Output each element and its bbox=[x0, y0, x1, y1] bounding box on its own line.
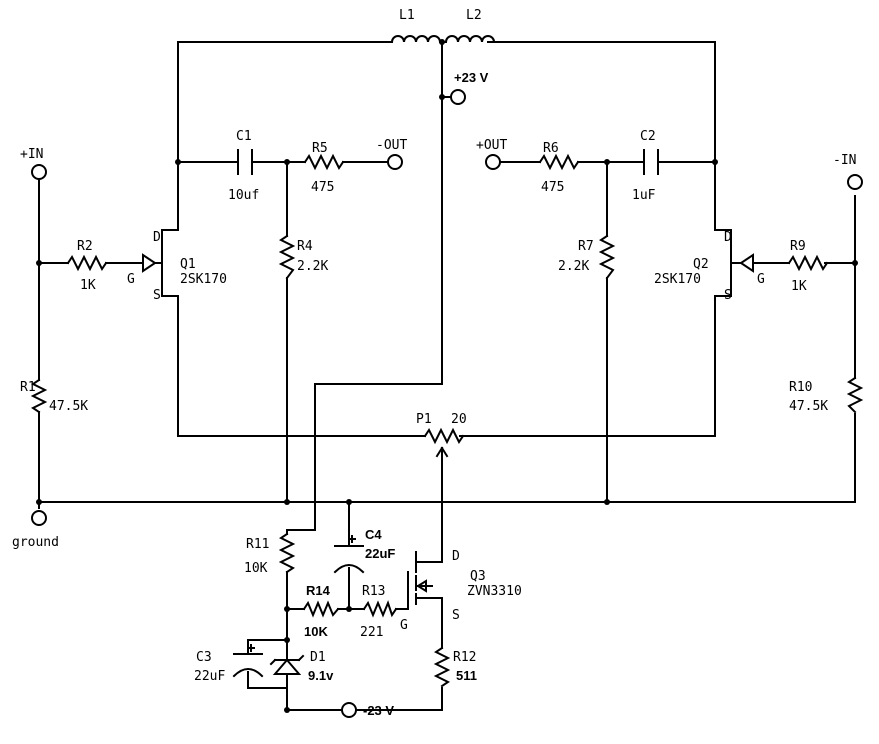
label-R4-value: 2.2K bbox=[297, 259, 328, 274]
label-Q2-part: 2SK170 bbox=[654, 272, 701, 287]
label-R1: R1 bbox=[20, 380, 36, 395]
label-R9: R9 bbox=[790, 239, 806, 254]
label-Q3-pin-s: S bbox=[452, 608, 460, 623]
label-Q2-pin-s: S bbox=[724, 288, 732, 303]
label-C1-value: 10uf bbox=[228, 188, 259, 203]
label-R2: R2 bbox=[77, 239, 93, 254]
capacitor-C1 bbox=[237, 149, 253, 175]
label-P1: P1 bbox=[416, 412, 432, 427]
resistor-R12 bbox=[433, 646, 451, 688]
label-vplus: +23 V bbox=[454, 70, 489, 85]
terminal-out-minus bbox=[387, 154, 403, 170]
terminal-ground bbox=[31, 510, 47, 526]
resistor-R1 bbox=[30, 378, 48, 414]
terminal-out-plus bbox=[485, 154, 501, 170]
label-R4: R4 bbox=[297, 239, 313, 254]
potentiometer-P1 bbox=[423, 427, 465, 458]
label-R14: R14 bbox=[306, 583, 331, 598]
label-Q2-pin-g: G bbox=[757, 272, 765, 287]
label-C3-value: 22uF bbox=[194, 669, 225, 684]
junctions bbox=[36, 39, 858, 713]
label-R10: R10 bbox=[789, 380, 812, 395]
label-L2: L2 bbox=[466, 8, 482, 23]
terminal-vminus bbox=[341, 702, 357, 718]
label-R11-value: 10K bbox=[244, 561, 268, 576]
label-Q3-pin-g: G bbox=[400, 618, 408, 633]
label-Q3-part: ZVN3310 bbox=[467, 584, 522, 599]
label-Q2: Q2 bbox=[693, 257, 709, 272]
jfet-Q1 bbox=[142, 247, 163, 279]
capacitor-C3 bbox=[232, 644, 264, 678]
mosfet-Q3 bbox=[407, 551, 433, 610]
label-Q3-pin-d: D bbox=[452, 549, 460, 564]
label-P1-value: 20 bbox=[451, 412, 467, 427]
label-C4: C4 bbox=[365, 527, 382, 542]
label-L1: L1 bbox=[399, 8, 415, 23]
resistor-R9 bbox=[787, 254, 829, 272]
label-C2-value: 1uF bbox=[632, 188, 656, 203]
label-R13-value: 221 bbox=[360, 625, 383, 640]
label-Q1-pin-g: G bbox=[127, 272, 135, 287]
resistor-R10 bbox=[846, 376, 864, 414]
label-R13: R13 bbox=[362, 584, 385, 599]
inductor-L2 bbox=[441, 35, 496, 44]
label-R2-value: 1K bbox=[80, 278, 96, 293]
label-R7: R7 bbox=[578, 239, 594, 254]
label-in-plus: +IN bbox=[20, 147, 43, 162]
label-D1-value: 9.1v bbox=[308, 668, 334, 683]
label-R6-value: 475 bbox=[541, 180, 564, 195]
resistor-R5 bbox=[303, 153, 345, 171]
label-R11: R11 bbox=[246, 537, 269, 552]
resistor-R11 bbox=[278, 532, 296, 574]
terminal-vplus bbox=[450, 89, 466, 105]
label-C3: C3 bbox=[196, 650, 212, 665]
label-Q2-pin-d: D bbox=[724, 230, 732, 245]
capacitor-C2 bbox=[643, 149, 659, 175]
label-Q1-pin-d: D bbox=[153, 230, 161, 245]
label-R1-value: 47.5K bbox=[49, 399, 88, 414]
resistor-R2 bbox=[66, 254, 108, 272]
label-C1: C1 bbox=[236, 129, 252, 144]
label-R7-value: 2.2K bbox=[558, 259, 589, 274]
label-R6: R6 bbox=[543, 141, 559, 156]
resistor-R4 bbox=[278, 234, 296, 280]
label-Q1: Q1 bbox=[180, 257, 196, 272]
label-C4-value: 22uF bbox=[365, 546, 395, 561]
capacitor-C4 bbox=[333, 535, 365, 574]
label-R9-value: 1K bbox=[791, 279, 807, 294]
label-C2: C2 bbox=[640, 129, 656, 144]
label-vminus: -23 V bbox=[363, 703, 394, 718]
label-Q1-part: 2SK170 bbox=[180, 272, 227, 287]
resistor-R6 bbox=[538, 153, 580, 171]
resistor-R7 bbox=[598, 234, 616, 280]
resistor-R13 bbox=[362, 600, 398, 618]
label-in-minus: -IN bbox=[833, 153, 856, 168]
label-out-plus: +OUT bbox=[476, 138, 507, 153]
label-R10-value: 47.5K bbox=[789, 399, 828, 414]
resistor-R14 bbox=[302, 600, 340, 618]
zener-diode-D1 bbox=[269, 653, 305, 675]
terminal-in-plus bbox=[31, 164, 47, 180]
label-R5: R5 bbox=[312, 141, 328, 156]
label-Q1-pin-s: S bbox=[153, 288, 161, 303]
label-R12-value: 511 bbox=[456, 668, 477, 683]
label-R5-value: 475 bbox=[311, 180, 334, 195]
label-R12: R12 bbox=[453, 650, 476, 665]
label-out-minus: -OUT bbox=[376, 138, 407, 153]
label-D1: D1 bbox=[310, 650, 326, 665]
jfet-Q2 bbox=[730, 247, 754, 279]
label-Q3: Q3 bbox=[470, 569, 486, 584]
wires bbox=[38, 41, 856, 711]
terminal-in-minus bbox=[847, 174, 863, 190]
inductor-L1 bbox=[390, 35, 447, 44]
label-ground: ground bbox=[12, 535, 59, 550]
label-R14-value: 10K bbox=[304, 624, 328, 639]
